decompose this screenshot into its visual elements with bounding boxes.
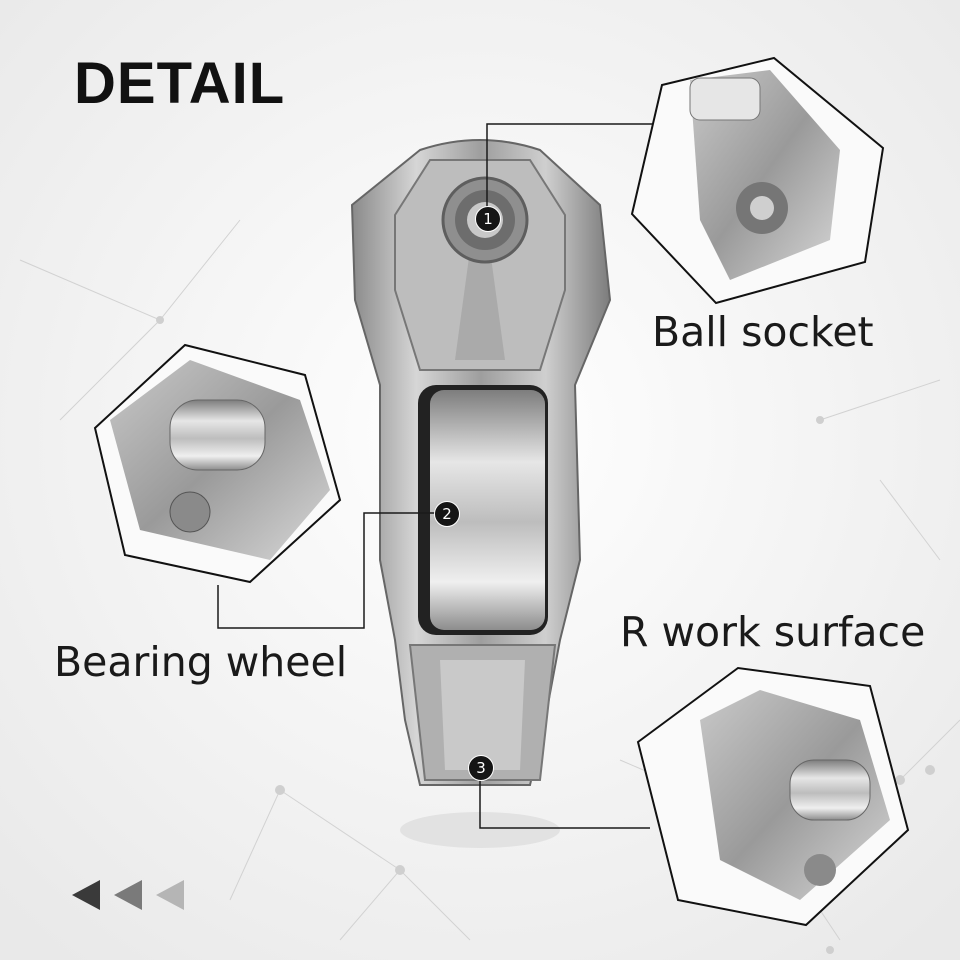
r-work-surface-label: R work surface — [620, 608, 926, 656]
ball-socket-label: Ball socket — [652, 308, 874, 356]
inset-bearing-wheel — [93, 343, 342, 584]
inset-r-work-surface — [636, 666, 910, 927]
callout-marker-2: 2 — [434, 501, 460, 527]
page-title: DETAIL — [74, 51, 286, 116]
callout-marker-1: 1 — [475, 206, 501, 232]
leader-lines — [217, 123, 662, 829]
arrow-left-icon — [156, 880, 184, 910]
bearing-wheel-label: Bearing wheel — [54, 638, 348, 686]
callout-marker-3: 3 — [468, 755, 494, 781]
arrow-left-icon — [114, 880, 142, 910]
floor-reflection — [400, 812, 560, 848]
inset-ball-socket — [630, 56, 885, 305]
arrow-left-icon — [72, 880, 100, 910]
decorative-arrows — [72, 880, 184, 910]
